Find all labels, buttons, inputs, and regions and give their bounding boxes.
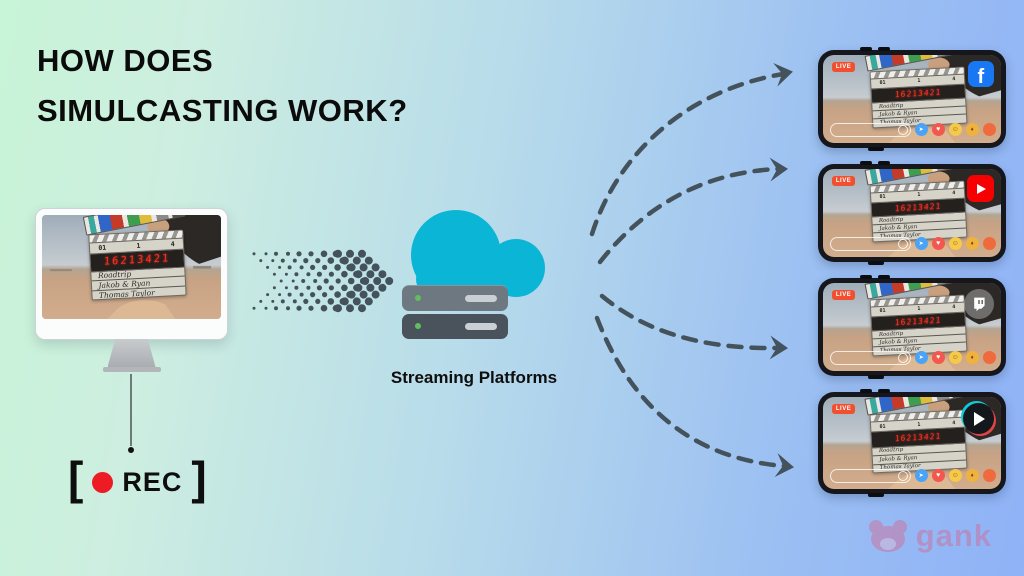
twitch-icon (963, 289, 994, 320)
monitor-base (102, 367, 161, 372)
send-icon (914, 237, 928, 251)
streaming-platforms-label: Streaming Platforms (390, 368, 558, 387)
stream-controls-bar (830, 236, 996, 251)
dashed-arrow-3 (599, 293, 781, 351)
dotted-chevron-arrow (252, 249, 394, 313)
gift-icon (965, 237, 979, 251)
monitor-stand (107, 339, 156, 367)
gift-icon (965, 123, 979, 137)
slate-scene: 01 (98, 243, 107, 252)
gift-icon (965, 351, 979, 365)
phone-video-platform: 01 1 4 16213421 Roadtrip Jakob & Ryan Th… (818, 389, 1006, 497)
panda-mascot-icon (868, 520, 907, 552)
dashed-arrow-2 (597, 166, 781, 265)
server-led-icon (415, 295, 421, 301)
rec-indicator: [ REC ] (68, 455, 207, 502)
rec-dot-icon (92, 471, 114, 493)
chat-input (830, 350, 911, 365)
gank-watermark: gank (867, 518, 992, 554)
more-reactions-icon (982, 237, 996, 251)
heart-icon (931, 469, 945, 483)
clapperboard: 01 1 4 16213421 Roadtrip Jakob & Ryan Th… (864, 283, 968, 357)
stream-controls-bar (830, 468, 996, 483)
stream-controls-bar (830, 350, 996, 365)
live-badge: LIVE (831, 62, 856, 73)
chat-input (830, 468, 911, 483)
phone-screen: 01 1 4 16213421 Roadtrip Jakob & Ryan Th… (823, 169, 1001, 257)
clapperboard: 01 1 4 16213421 Roadtrip Jakob & Ryan Th… (864, 169, 968, 243)
chat-input (830, 236, 911, 251)
dashed-arrow-1 (589, 71, 786, 237)
slate-take: 1 (136, 241, 141, 250)
phone-facebook: 01 1 4 16213421 Roadtrip Jakob & Ryan Th… (818, 47, 1006, 151)
live-video-frame: 01 1 4 16213421 Roadtrip Jakob & Ryan Th… (42, 215, 221, 319)
arm-sleeve (153, 215, 221, 264)
phone-screen: 01 1 4 16213421 Roadtrip Jakob & Ryan Th… (823, 283, 1001, 371)
phone-youtube: 01 1 4 16213421 Roadtrip Jakob & Ryan Th… (818, 161, 1006, 265)
heart-icon (931, 123, 945, 137)
page-title: HOW DOES SIMULCASTING WORK? (37, 36, 408, 136)
live-badge: LIVE (831, 290, 856, 301)
server-rack-2 (402, 314, 508, 339)
send-icon (914, 469, 928, 483)
monitor-body: 01 1 4 16213421 Roadtrip Jakob & Ryan Th… (35, 208, 228, 340)
send-icon (914, 351, 928, 365)
slate-roll: 4 (170, 239, 176, 249)
title-line-2: SIMULCASTING WORK? (37, 93, 408, 128)
hand-bottom (107, 300, 176, 319)
facebook-icon: f (967, 61, 994, 88)
phone-twitch: 01 1 4 16213421 Roadtrip Jakob & Ryan Th… (818, 275, 1006, 379)
rec-label: REC (122, 466, 183, 497)
stream-controls-bar (830, 122, 996, 137)
rec-bracket-right: ] (191, 452, 207, 504)
gift-icon (965, 469, 979, 483)
clapperboard: 01 1 4 16213421 Roadtrip Jakob & Ryan Th… (83, 215, 188, 301)
play-icon (962, 403, 994, 435)
heart-icon (931, 237, 945, 251)
streaming-cloud (398, 200, 566, 385)
monitor-screen: 01 1 4 16213421 Roadtrip Jakob & Ryan Th… (42, 215, 221, 319)
smiley-icon (948, 351, 962, 365)
phone-screen: 01 1 4 16213421 Roadtrip Jakob & Ryan Th… (823, 55, 1001, 143)
heart-icon (931, 351, 945, 365)
server-rack-1 (402, 285, 508, 311)
source-monitor: 01 1 4 16213421 Roadtrip Jakob & Ryan Th… (35, 208, 228, 372)
dashed-arrow-4 (594, 315, 787, 469)
send-icon (914, 123, 928, 137)
clapperboard: 01 1 4 16213421 Roadtrip Jakob & Ryan Th… (864, 397, 968, 474)
title-line-1: HOW DOES (37, 43, 214, 78)
smiley-icon (948, 469, 962, 483)
live-badge: LIVE (831, 176, 856, 187)
more-reactions-icon (982, 351, 996, 365)
rec-bracket-left: [ (68, 452, 84, 504)
youtube-icon (966, 175, 994, 203)
chat-input (830, 122, 911, 137)
server-stack (402, 285, 508, 342)
live-badge: LIVE (831, 404, 856, 415)
phone-screen: 01 1 4 16213421 Roadtrip Jakob & Ryan Th… (823, 397, 1001, 489)
server-drive-bar (465, 295, 497, 302)
server-drive-bar (465, 323, 497, 330)
clapperboard: 01 1 4 16213421 Roadtrip Jakob & Ryan Th… (864, 55, 968, 129)
gank-brand-text: gank (915, 518, 992, 553)
more-reactions-icon (982, 469, 996, 483)
more-reactions-icon (982, 123, 996, 137)
server-led-icon (415, 323, 421, 329)
smiley-icon (948, 237, 962, 251)
smiley-icon (948, 123, 962, 137)
drop-line-dot (128, 447, 134, 453)
